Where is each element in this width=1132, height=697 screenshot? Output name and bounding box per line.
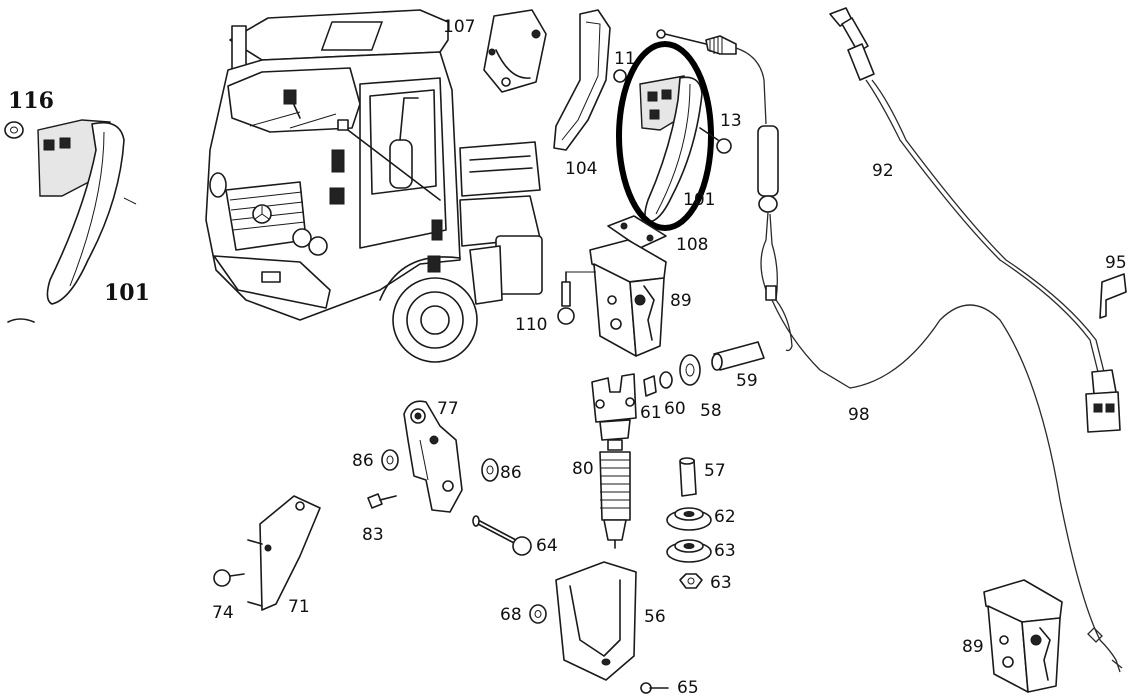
label-80: 64 bbox=[536, 536, 558, 556]
part-86-bushing-left-icon bbox=[381, 449, 399, 471]
part-107-cover-icon bbox=[483, 9, 547, 93]
label-89-lower: 89 bbox=[962, 637, 984, 657]
part-65-bolt-icon bbox=[640, 682, 669, 694]
part-74-bolt-icon bbox=[213, 569, 245, 587]
part-68-washer-icon bbox=[529, 604, 547, 624]
part-95-clip-icon bbox=[1099, 273, 1127, 319]
bolt-113-icon bbox=[699, 127, 732, 154]
label-59: 59 bbox=[736, 371, 758, 391]
part-101-accelerator-lever-icon bbox=[639, 75, 703, 223]
part-57-damper-icon bbox=[591, 373, 637, 549]
part-61-clip-icon bbox=[643, 375, 657, 397]
part-92-harness-icon bbox=[829, 7, 1121, 433]
label-98: 98 bbox=[848, 405, 870, 425]
label-86-left: 86 bbox=[352, 451, 374, 471]
washer-116-icon bbox=[4, 121, 24, 139]
label-63b: 63 bbox=[714, 541, 736, 561]
part-71-bracket-icon bbox=[247, 495, 321, 611]
label-104: 104 bbox=[565, 159, 597, 179]
label-83: 83 bbox=[362, 525, 384, 545]
inset-label-116: 116 bbox=[8, 88, 54, 114]
part-77-lever-icon bbox=[403, 400, 463, 513]
part-59-sleeve-icon bbox=[711, 341, 765, 371]
label-89-upper: 89 bbox=[670, 291, 692, 311]
part-56-mount-bracket-icon bbox=[555, 561, 637, 681]
label-62: 57 bbox=[704, 461, 726, 481]
label-58: 58 bbox=[700, 401, 722, 421]
part-89-lower-bracket-icon bbox=[983, 579, 1063, 693]
part-86-bushing-right-icon bbox=[481, 458, 499, 482]
part-110-bolt-icon bbox=[557, 271, 596, 325]
throttle-cable-icon bbox=[656, 29, 1123, 673]
label-110: 110 bbox=[515, 315, 547, 335]
label-61: 61 bbox=[640, 403, 662, 423]
label-107: 107 bbox=[443, 17, 475, 37]
part-63-bushing-lower-icon bbox=[666, 539, 712, 563]
label-113b: 13 bbox=[720, 111, 742, 131]
label-60: 60 bbox=[664, 399, 686, 419]
inset-panel: 116 101 bbox=[0, 88, 150, 324]
label-101: 101 bbox=[683, 190, 715, 210]
inset-label-101: 101 bbox=[104, 280, 150, 306]
part-62-pin-icon bbox=[679, 457, 697, 497]
label-74: 74 bbox=[212, 603, 234, 623]
washer-113-icon bbox=[613, 69, 627, 83]
part-60-ring-icon bbox=[659, 371, 673, 389]
label-113a: 11 bbox=[614, 49, 636, 69]
part-89-pedal-bracket-icon bbox=[589, 239, 667, 357]
inset-lever-101-icon bbox=[37, 119, 125, 305]
label-92: 92 bbox=[872, 161, 894, 181]
label-65: 65 bbox=[677, 678, 699, 697]
label-86-right: 86 bbox=[500, 463, 522, 483]
label-57: 80 bbox=[572, 459, 594, 479]
truck-cab-illustration bbox=[205, 9, 543, 363]
part-64-nut-icon bbox=[679, 573, 703, 589]
label-95: 95 bbox=[1105, 253, 1127, 273]
part-80-bolt-icon bbox=[472, 515, 532, 556]
label-63a: 62 bbox=[714, 507, 736, 527]
label-77: 77 bbox=[437, 399, 459, 419]
part-104-pedal-pad-icon bbox=[553, 9, 611, 151]
label-56: 56 bbox=[644, 607, 666, 627]
label-71: 71 bbox=[288, 597, 310, 617]
label-108: 108 bbox=[676, 235, 708, 255]
label-64: 63 bbox=[710, 573, 732, 593]
part-63-bushing-upper-icon bbox=[666, 507, 712, 531]
part-83-bolt-icon bbox=[367, 493, 397, 509]
part-58-washer-icon bbox=[679, 354, 701, 386]
label-68: 68 bbox=[500, 605, 522, 625]
